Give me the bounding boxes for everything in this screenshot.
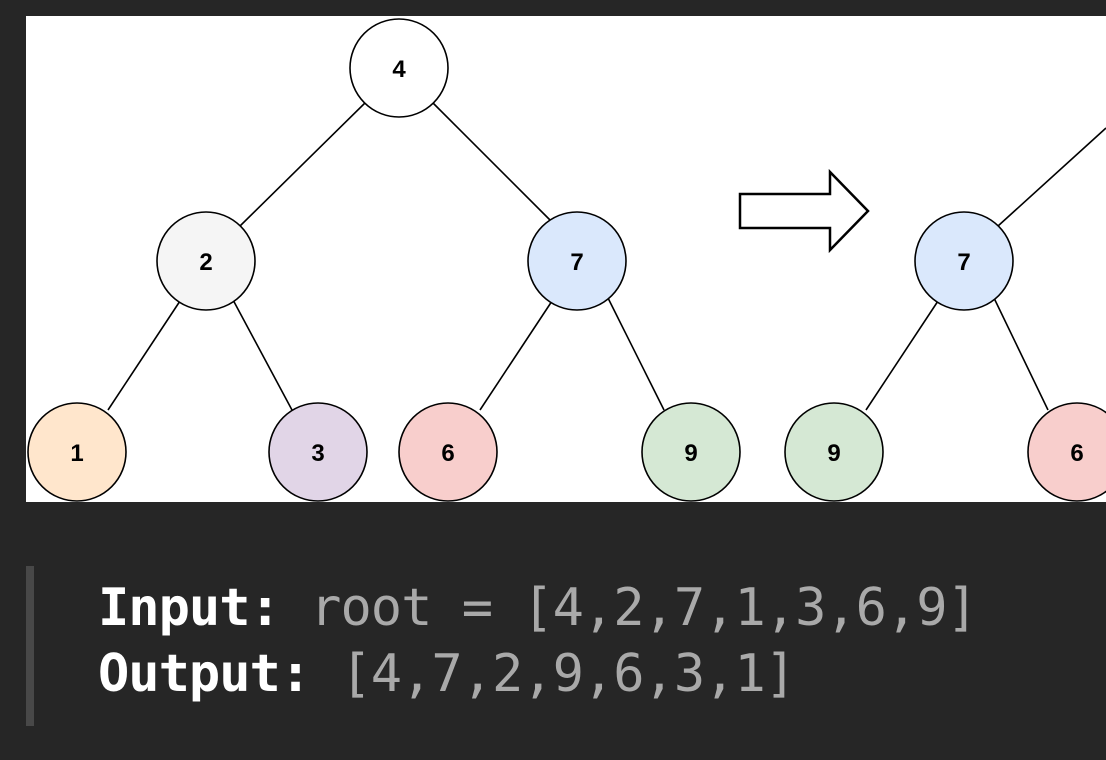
svg-text:3: 3 xyxy=(311,440,324,467)
example-block: Input: root = [4,2,7,1,3,6,9] Output: [4… xyxy=(26,566,1106,726)
svg-text:7: 7 xyxy=(957,249,970,276)
node-7: 7 xyxy=(527,211,627,311)
edge-7-9 xyxy=(607,297,665,411)
node-4: 4 xyxy=(349,18,449,118)
edge-7-6 xyxy=(479,297,555,411)
node-2: 2 xyxy=(156,211,256,311)
edge-out-root-7 xyxy=(997,127,1106,227)
right-arrow-icon xyxy=(738,168,870,254)
output-node-6: 6 xyxy=(1027,402,1106,502)
svg-text:4: 4 xyxy=(392,56,406,83)
edge-4-7 xyxy=(429,99,557,227)
svg-text:7: 7 xyxy=(570,249,583,276)
edge-2-3 xyxy=(231,297,293,411)
node-9: 9 xyxy=(641,402,741,502)
output-label: Output: xyxy=(98,644,311,704)
blockquote-bar xyxy=(26,566,34,726)
svg-text:2: 2 xyxy=(199,249,212,276)
edge-out-7-6 xyxy=(993,297,1049,411)
input-line: Input: root = [4,2,7,1,3,6,9] xyxy=(98,576,978,640)
node-3: 3 xyxy=(268,402,368,502)
input-label: Input: xyxy=(98,578,281,638)
output-line: Output: [4,7,2,9,6,3,1] xyxy=(98,642,796,706)
node-1: 1 xyxy=(27,402,127,502)
output-node-7: 7 xyxy=(914,211,1014,311)
svg-text:9: 9 xyxy=(827,440,840,467)
svg-text:1: 1 xyxy=(70,440,83,467)
tree-svg: 4 2 7 1 3 6 9 xyxy=(27,18,1106,502)
output-value: [4,7,2,9,6,3,1] xyxy=(340,644,796,704)
tree-diagram: 4 2 7 1 3 6 9 xyxy=(26,16,1106,502)
edge-2-1 xyxy=(107,297,183,411)
node-6: 6 xyxy=(398,402,498,502)
svg-text:9: 9 xyxy=(684,440,697,467)
svg-text:6: 6 xyxy=(441,440,454,467)
edge-out-7-9 xyxy=(865,297,941,411)
output-node-9: 9 xyxy=(784,402,884,502)
input-value: root = [4,2,7,1,3,6,9] xyxy=(310,578,978,638)
svg-text:6: 6 xyxy=(1070,440,1083,467)
edge-4-2 xyxy=(239,99,369,227)
